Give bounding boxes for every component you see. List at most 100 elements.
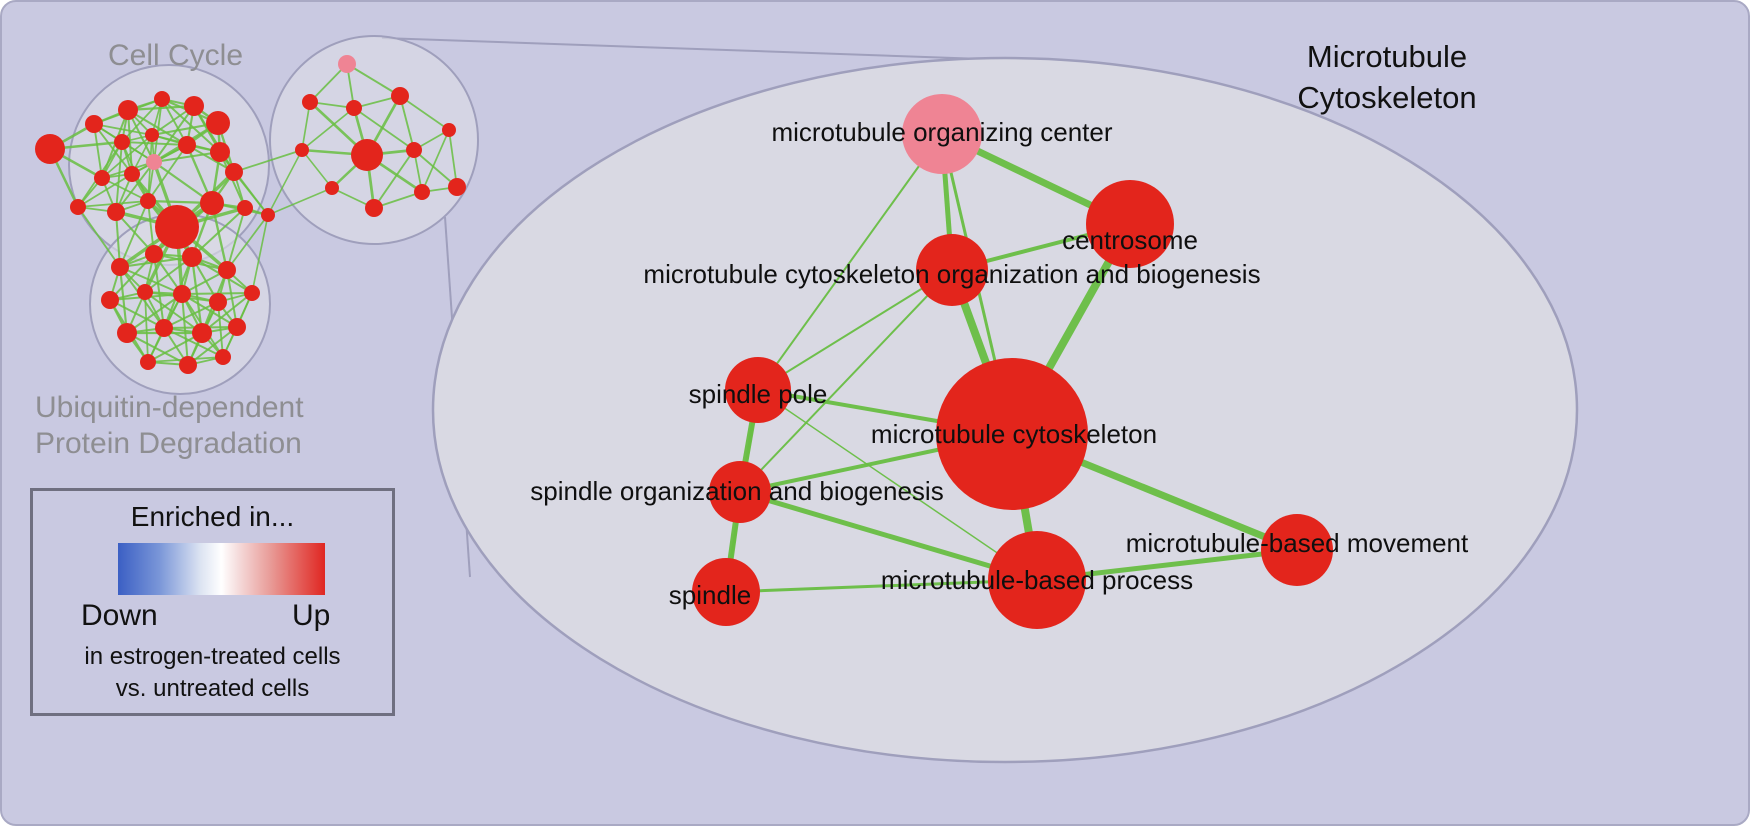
overview-node (414, 184, 430, 200)
figure-title: Microtubule Cytoskeleton (1262, 36, 1512, 118)
overview-node (173, 285, 191, 303)
overview-edge (251, 214, 269, 294)
overview-node (261, 208, 275, 222)
overview-node (111, 258, 129, 276)
overview-edge (115, 211, 121, 268)
overview-edge (413, 149, 458, 188)
overview-edge (421, 129, 450, 193)
overview-node (237, 200, 253, 216)
node-mbp (988, 531, 1086, 629)
overview-node (114, 134, 130, 150)
edge-mcob-spindle_pole (757, 269, 953, 391)
overview-node (228, 318, 246, 336)
overview-node (178, 136, 196, 154)
overview-edge (233, 171, 269, 216)
node-mbm (1261, 514, 1333, 586)
legend-title: Enriched in... (130, 501, 295, 532)
magnifier-line (381, 37, 1013, 61)
overview-node (145, 128, 159, 142)
cluster-label-ubiquitin-line1: Ubiquitin-dependent (35, 391, 304, 424)
node-centrosome (1086, 180, 1174, 268)
overview-edge (163, 327, 224, 358)
overview-node (442, 123, 456, 137)
edge-spindle_pole-mbp (757, 389, 1038, 581)
overview-edge (301, 101, 311, 151)
legend-caption-line2: vs. untreated cells (115, 675, 310, 702)
overview-node (94, 170, 110, 186)
overview-edge (109, 253, 155, 301)
node-mcob (916, 234, 988, 306)
overview-node (85, 115, 103, 133)
overview-node (338, 55, 356, 73)
legend-color-gradient (118, 543, 325, 595)
node-spindle (692, 558, 760, 626)
overview-edge (190, 256, 204, 334)
overview-node (206, 111, 230, 135)
overview-node (124, 166, 140, 182)
overview-node (155, 205, 199, 249)
node-label-spindle: spindle (669, 580, 751, 610)
overview-node (351, 139, 383, 171)
legend-up-label: Up (292, 599, 331, 632)
overview-node (182, 247, 202, 267)
overview-node (35, 134, 65, 164)
overview-edge (153, 253, 165, 329)
overview-node (210, 142, 230, 162)
legend-caption-line1: in estrogen-treated cells (84, 643, 341, 670)
overview-edge (126, 293, 183, 334)
overview-node (184, 96, 204, 116)
overview-edge (121, 141, 188, 146)
overview-edge (147, 332, 203, 363)
edge-sob-mbp (739, 489, 1038, 583)
overview-node (209, 293, 227, 311)
overview-edge (267, 149, 303, 216)
overview-node (118, 100, 138, 120)
overview-node (70, 199, 86, 215)
overview-edge (109, 299, 165, 329)
overview-edge (153, 151, 221, 163)
overview-edge (353, 107, 415, 151)
overview-edge (181, 293, 189, 366)
overview-node (218, 261, 236, 279)
overview-edge (163, 301, 219, 329)
node-moc (902, 94, 982, 174)
overview-edge (147, 144, 188, 202)
overview-edge (301, 149, 333, 189)
overview-node (140, 354, 156, 370)
cluster-label-ubiquitin-line2: Protein Degradation (35, 427, 302, 460)
node-label-spindle_pole: spindle pole (689, 379, 828, 409)
edge-moc-spindle_pole (757, 133, 943, 391)
overview-node (302, 94, 318, 110)
overview-node (140, 193, 156, 209)
cluster-label-ubiquitin: Ubiquitin-dependent Protein Degradation (35, 390, 304, 462)
overview-edge (226, 214, 269, 271)
overview-edge (101, 134, 153, 179)
node-label-centrosome: centrosome (1062, 225, 1198, 255)
overview-node (101, 291, 119, 309)
overview-node (295, 143, 309, 157)
overview-edge (119, 266, 183, 295)
overview-node (200, 191, 224, 215)
overview-node (179, 356, 197, 374)
overview-node (346, 100, 362, 116)
node-label-mbp: microtubule-based process (881, 565, 1193, 595)
overview-node (146, 154, 162, 170)
overview-edge (153, 105, 195, 163)
overview-edge (181, 293, 238, 328)
edge-spindle-mbp (725, 578, 1038, 594)
cluster-label-cell-cycle: Cell Cycle (108, 39, 244, 72)
overview-edge (233, 149, 303, 173)
overview-edge (101, 177, 149, 202)
node-mc (936, 358, 1088, 510)
figure-title-line1: Microtubule (1306, 39, 1468, 74)
node-sob (709, 461, 771, 523)
overview-node (325, 181, 339, 195)
legend-box: Enriched in... Down Up in estrogen-treat… (30, 488, 395, 716)
overview-node (391, 87, 409, 105)
overview-edge (191, 207, 246, 258)
node-label-mc: microtubule cytoskeleton (871, 419, 1157, 449)
node-spindle_pole (725, 357, 791, 423)
overview-node (244, 285, 260, 301)
overview-edge (267, 187, 333, 216)
